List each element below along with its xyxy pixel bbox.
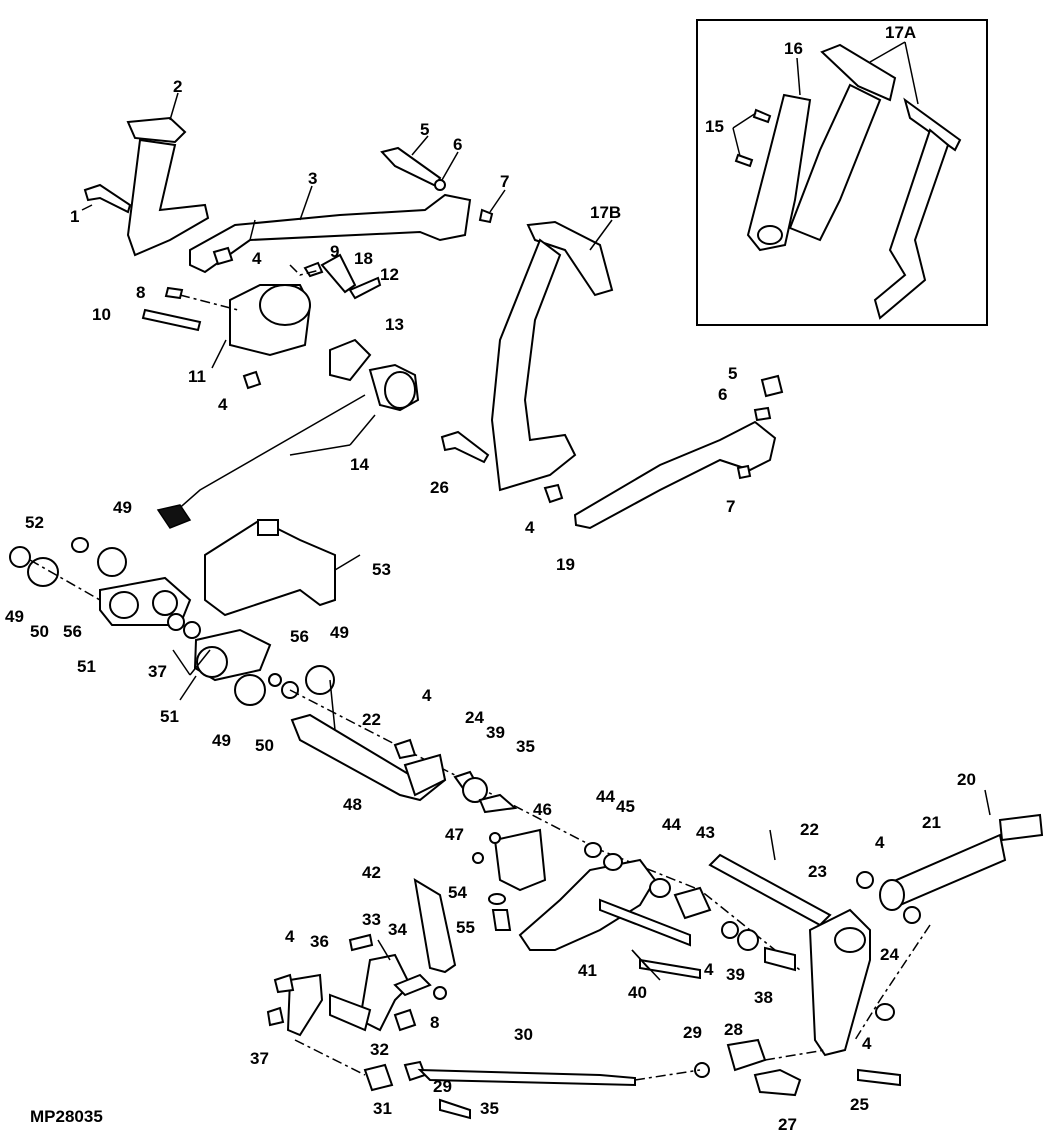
callout-45: 45 — [616, 797, 635, 816]
callout-51: 51 — [160, 707, 179, 726]
callout-31: 31 — [373, 1099, 392, 1118]
callout-29: 29 — [683, 1023, 702, 1042]
callout-49: 49 — [5, 607, 24, 626]
callout-44: 44 — [662, 815, 681, 834]
callout-39: 39 — [726, 965, 745, 984]
callout-15: 15 — [705, 117, 724, 136]
callout-4: 4 — [862, 1034, 872, 1053]
callout-35: 35 — [516, 737, 535, 756]
callout-labels: 2 1 3 5 6 7 4 9 18 12 8 10 13 11 4 14 16… — [5, 23, 976, 1134]
figure-id: MP28035 — [30, 1107, 103, 1126]
callout-36: 36 — [310, 932, 329, 951]
callout-46: 46 — [533, 800, 552, 819]
callout-49: 49 — [113, 498, 132, 517]
callout-27: 27 — [778, 1115, 797, 1134]
callout-4: 4 — [704, 960, 714, 979]
pedal-assembly-top — [81, 92, 506, 274]
linkage-left — [9, 518, 801, 971]
callout-39: 39 — [486, 723, 505, 742]
callout-17b: 17B — [590, 203, 621, 222]
callout-28: 28 — [724, 1020, 743, 1039]
callout-51: 51 — [77, 657, 96, 676]
callout-5: 5 — [728, 364, 737, 383]
callout-37: 37 — [148, 662, 167, 681]
callout-25: 25 — [850, 1095, 869, 1114]
callout-8: 8 — [136, 283, 145, 302]
callout-47: 47 — [445, 825, 464, 844]
callout-56: 56 — [63, 622, 82, 641]
callout-53: 53 — [372, 560, 391, 579]
callout-2: 2 — [173, 77, 182, 96]
callout-11: 11 — [188, 367, 206, 386]
callout-38: 38 — [754, 988, 773, 1007]
callout-4: 4 — [875, 833, 885, 852]
linkage-right — [708, 789, 1044, 1087]
callout-4: 4 — [285, 927, 295, 946]
callout-19: 19 — [556, 555, 575, 574]
callout-4: 4 — [218, 395, 228, 414]
callout-3: 3 — [308, 169, 317, 188]
callout-50: 50 — [255, 736, 274, 755]
linkage-lower — [266, 878, 826, 1120]
callout-49: 49 — [212, 731, 231, 750]
callout-6: 6 — [453, 135, 462, 154]
callout-14: 14 — [350, 455, 369, 474]
callout-50: 50 — [30, 622, 49, 641]
callout-4: 4 — [252, 249, 262, 268]
callout-10: 10 — [92, 305, 111, 324]
callout-49: 49 — [330, 623, 349, 642]
pedal-17b-assembly — [440, 219, 784, 530]
callout-1: 1 — [70, 207, 79, 226]
switch-assembly — [141, 246, 420, 529]
callout-18: 18 — [354, 249, 373, 268]
callout-20: 20 — [957, 770, 976, 789]
callout-12: 12 — [380, 265, 399, 284]
callout-23: 23 — [808, 862, 827, 881]
callout-7: 7 — [726, 497, 735, 516]
callout-8: 8 — [430, 1013, 439, 1032]
callout-6: 6 — [718, 385, 727, 404]
callout-30: 30 — [514, 1025, 533, 1044]
callout-29: 29 — [433, 1077, 452, 1096]
callout-40: 40 — [628, 983, 647, 1002]
callout-24: 24 — [880, 945, 899, 964]
callout-54: 54 — [448, 883, 467, 902]
callout-13: 13 — [385, 315, 404, 334]
callout-55: 55 — [456, 918, 475, 937]
linkage-middle — [393, 738, 712, 981]
callout-21: 21 — [922, 813, 941, 832]
callout-35: 35 — [480, 1099, 499, 1118]
callout-34: 34 — [388, 920, 407, 939]
callout-42: 42 — [362, 863, 381, 882]
callout-48: 48 — [343, 795, 362, 814]
callout-9: 9 — [330, 242, 339, 261]
callout-17a: 17A — [885, 23, 916, 42]
callout-43: 43 — [696, 823, 715, 842]
callout-37: 37 — [250, 1049, 269, 1068]
callout-24: 24 — [465, 708, 484, 727]
callout-4: 4 — [422, 686, 432, 705]
callout-44: 44 — [596, 787, 615, 806]
callout-22: 22 — [800, 820, 819, 839]
callout-26: 26 — [430, 478, 449, 497]
callout-33: 33 — [362, 910, 381, 929]
callout-32: 32 — [370, 1040, 389, 1059]
callout-56: 56 — [290, 627, 309, 646]
callout-41: 41 — [578, 961, 597, 980]
callout-16: 16 — [784, 39, 803, 58]
callout-7: 7 — [500, 172, 509, 191]
callout-52: 52 — [25, 513, 44, 532]
callout-5: 5 — [420, 120, 429, 139]
callout-4: 4 — [525, 518, 535, 537]
callout-22: 22 — [362, 710, 381, 729]
inset-panel-17a — [696, 19, 988, 326]
